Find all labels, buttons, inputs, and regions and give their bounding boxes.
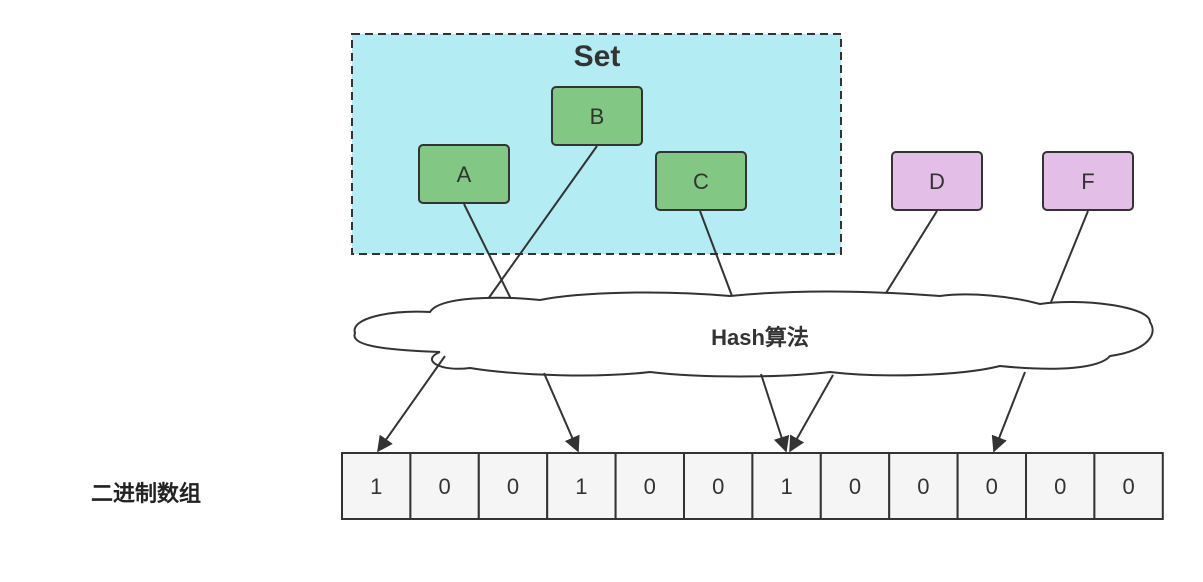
bit-cell — [546, 452, 617, 520]
bit-cell-value: 0 — [1122, 474, 1134, 499]
connector-d — [885, 210, 938, 294]
bit-cell-value: 1 — [370, 474, 382, 499]
bit-cell-value: 0 — [986, 474, 998, 499]
connector-c — [699, 210, 733, 297]
bit-cell — [819, 452, 891, 520]
bit-cell-value: 0 — [712, 474, 724, 499]
connector-f — [1050, 210, 1089, 303]
bit-cell — [683, 452, 754, 520]
arrow-to-cell-9 — [991, 371, 1026, 453]
hash-cloud — [353, 290, 1154, 378]
node-b-label: B — [590, 104, 605, 129]
bit-cell — [477, 452, 549, 520]
node-f-box — [1042, 151, 1134, 211]
node-c-box — [655, 151, 747, 211]
node-b-box — [551, 86, 643, 146]
bit-array-label: 二进制数组 — [91, 481, 201, 506]
bit-cell — [614, 452, 685, 520]
bit-cell — [341, 452, 412, 520]
arrow-to-cell-0 — [377, 355, 446, 453]
bit-cell-value: 0 — [507, 474, 519, 499]
node-f: F — [1042, 151, 1134, 211]
node-a-label: A — [457, 162, 472, 187]
hash-label: Hash算法 — [711, 325, 809, 350]
bit-cell-value: 0 — [644, 474, 656, 499]
bit-cell — [409, 452, 480, 520]
connector-b — [487, 145, 598, 300]
node-d: D — [891, 151, 983, 211]
bit-cell-value: 1 — [780, 474, 792, 499]
arrow-c-to-cell-6 — [760, 373, 790, 453]
connector-a — [463, 203, 512, 300]
arrow-d-to-cell-6 — [789, 374, 834, 453]
arrow-to-cell-3 — [543, 372, 580, 453]
set-title: Set — [574, 40, 621, 73]
node-c-label: C — [693, 169, 709, 194]
bit-cell-value: 0 — [849, 474, 861, 499]
node-d-label: D — [929, 169, 945, 194]
bit-cell-value: 0 — [1054, 474, 1066, 499]
bit-cell-value: 0 — [917, 474, 929, 499]
bit-cell-value: 1 — [575, 474, 587, 499]
node-a-box — [418, 144, 510, 204]
bit-cell — [1093, 452, 1164, 520]
node-c: C — [655, 151, 747, 211]
node-to-hash-connectors — [463, 145, 1089, 303]
bit-cell — [956, 452, 1027, 520]
bit-cell — [888, 452, 959, 520]
node-d-box — [891, 151, 983, 211]
hash-to-bit-arrows — [377, 355, 1026, 453]
bit-array: 1 0 0 1 0 0 1 0 0 0 0 0 — [341, 452, 1164, 520]
bit-cell-value: 0 — [438, 474, 450, 499]
node-a: A — [418, 144, 510, 204]
node-b: B — [551, 86, 643, 146]
node-f-label: F — [1081, 169, 1094, 194]
bit-cell — [1025, 452, 1096, 520]
